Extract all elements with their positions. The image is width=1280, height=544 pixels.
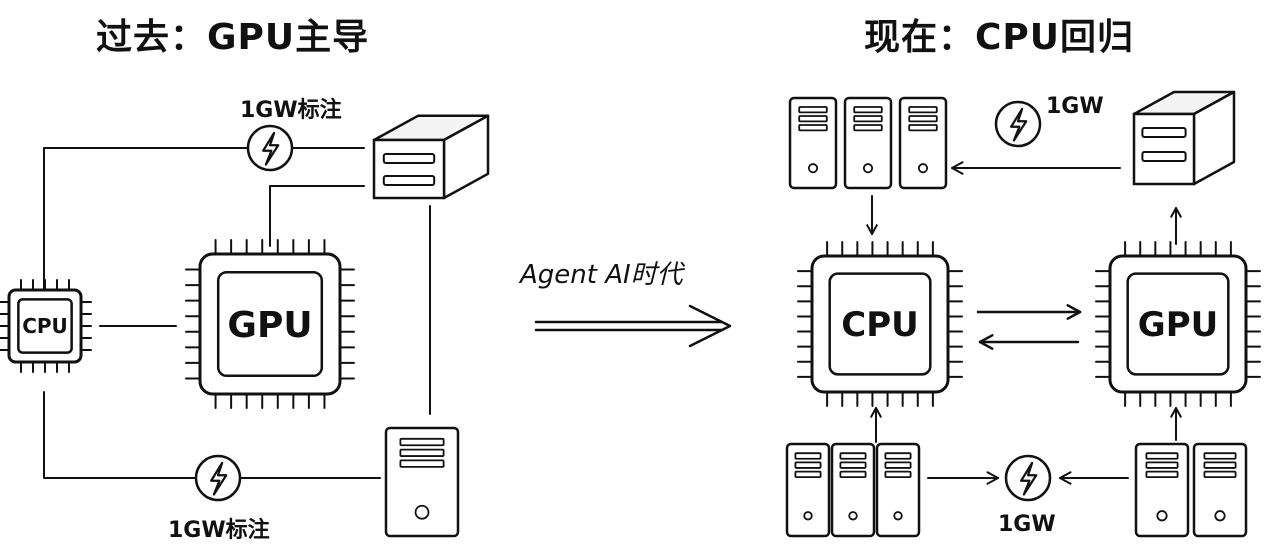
right-cpu-chip: CPU [797, 241, 963, 407]
left-tower-server [384, 426, 460, 538]
transition-label: Agent AI时代 [520, 260, 683, 290]
left-power-bottom-icon [194, 454, 242, 502]
title-past: 过去：GPU主导 [96, 17, 370, 58]
left-cpu-chip-label: CPU [22, 314, 68, 338]
left-connections [43, 147, 431, 479]
transition-arrow [534, 304, 732, 348]
right-cpu-chip-label: CPU [841, 305, 918, 345]
left-cpu-chip: CPU [0, 279, 92, 373]
right-power-top-label: 1GW [1046, 94, 1104, 119]
arrow-cpu-to-gpu [976, 304, 1082, 320]
right-gpu-chip: GPU [1095, 241, 1261, 407]
right-top-server-3 [898, 96, 948, 190]
arrow-bottom-right-to-power [1059, 471, 1129, 485]
left-gpu-chip: GPU [185, 239, 355, 409]
left-rack-server [372, 114, 490, 200]
left-power-bottom-label: 1GW标注 [168, 518, 270, 543]
right-bottom-right-server-1 [1134, 442, 1190, 538]
arrow-gpu-from-bottom [1170, 407, 1182, 441]
left-power-top-label: 1GW标注 [240, 98, 342, 123]
arrow-bottom-servers-to-cpu [870, 407, 882, 443]
right-bottom-right-server-2 [1192, 442, 1248, 538]
title-now: 现在：CPU回归 [864, 17, 1135, 58]
right-bottom-server-2 [830, 442, 876, 538]
right-rack-server [1132, 90, 1236, 186]
right-gpu-chip-label: GPU [1138, 305, 1218, 345]
left-gpu-chip-label: GPU [227, 305, 312, 346]
right-top-server-1 [788, 96, 838, 190]
arrow-rack-to-top-servers [951, 161, 1121, 175]
right-power-top-icon [994, 100, 1042, 148]
left-power-top-icon [246, 124, 294, 172]
right-top-server-2 [843, 96, 893, 190]
arrow-bottom-left-to-power [927, 471, 999, 485]
right-power-bottom-label: 1GW [998, 512, 1056, 537]
right-bottom-server-3 [875, 442, 921, 538]
right-bottom-server-1 [785, 442, 831, 538]
arrow-gpu-to-cpu [978, 334, 1080, 350]
right-power-bottom-icon [1004, 454, 1052, 502]
arrow-top-servers-to-cpu [866, 195, 878, 235]
arrow-gpu-to-rack [1170, 207, 1182, 245]
